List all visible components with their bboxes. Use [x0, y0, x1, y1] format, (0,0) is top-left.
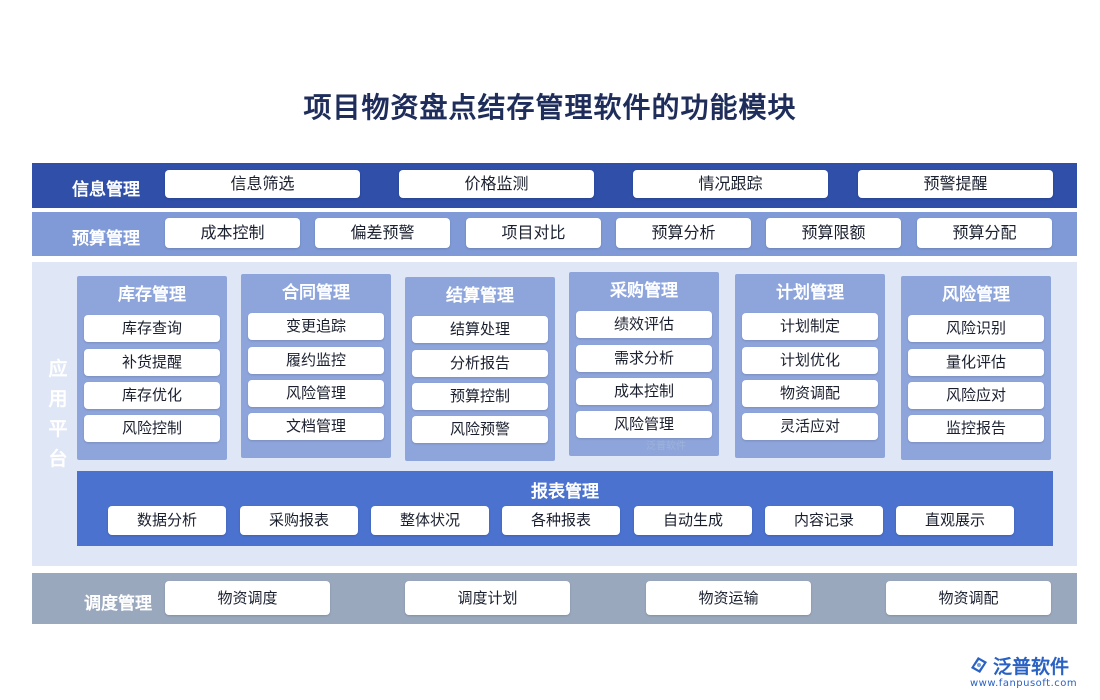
brand-mark-icon	[971, 657, 987, 673]
report-item: 整体状况	[371, 506, 489, 535]
module-title: 采购管理	[610, 281, 678, 301]
info-item: 价格监测	[399, 170, 594, 198]
module-title: 计划管理	[776, 283, 844, 303]
module-item: 文档管理	[248, 413, 384, 440]
platform-label: 应用平台	[48, 358, 68, 470]
module-item: 履约监控	[248, 347, 384, 374]
module-item: 风险控制	[84, 415, 220, 442]
report-item: 自动生成	[634, 506, 752, 535]
report-management: 报表管理 数据分析 采购报表 整体状况 各种报表 自动生成 内容记录 直观展示	[77, 471, 1053, 546]
module-item: 风险应对	[908, 382, 1044, 409]
module-procurement: 采购管理 绩效评估 需求分析 成本控制 风险管理	[569, 272, 719, 456]
module-item: 风险识别	[908, 315, 1044, 342]
module-item: 库存优化	[84, 382, 220, 409]
module-item: 库存查询	[84, 315, 220, 342]
module-item: 变更追踪	[248, 313, 384, 340]
dispatch-item: 物资运输	[646, 581, 811, 615]
module-title: 风险管理	[942, 285, 1010, 305]
dispatch-management-label: 调度管理	[84, 594, 152, 614]
module-risk: 风险管理 风险识别 量化评估 风险应对 监控报告	[901, 276, 1051, 460]
dispatch-item: 调度计划	[405, 581, 570, 615]
report-item: 内容记录	[765, 506, 883, 535]
budget-item: 成本控制	[165, 218, 300, 248]
module-planning: 计划管理 计划制定 计划优化 物资调配 灵活应对	[735, 274, 885, 458]
module-item: 风险预警	[412, 416, 548, 443]
budget-item: 预算分配	[917, 218, 1052, 248]
module-title: 库存管理	[118, 285, 186, 305]
budget-item: 预算限额	[766, 218, 901, 248]
info-item: 情况跟踪	[633, 170, 828, 198]
budget-item: 预算分析	[616, 218, 751, 248]
module-item: 监控报告	[908, 415, 1044, 442]
dispatch-management-row: 调度管理 物资调度 调度计划 物资运输 物资调配	[32, 573, 1077, 624]
module-item: 成本控制	[576, 378, 712, 405]
brand-url: www.fanpusoft.com	[970, 678, 1078, 689]
module-item: 灵活应对	[742, 413, 878, 440]
module-contract: 合同管理 变更追踪 履约监控 风险管理 文档管理	[241, 274, 391, 458]
module-title: 结算管理	[446, 286, 514, 306]
dispatch-item: 物资调度	[165, 581, 330, 615]
module-item: 风险管理	[576, 411, 712, 438]
budget-item: 项目对比	[466, 218, 601, 248]
report-item: 数据分析	[108, 506, 226, 535]
module-item: 量化评估	[908, 349, 1044, 376]
module-item: 分析报告	[412, 350, 548, 377]
module-item: 补货提醒	[84, 349, 220, 376]
application-platform: 应用平台 库存管理 库存查询 补货提醒 库存优化 风险控制 合同管理 变更追踪 …	[32, 262, 1077, 566]
report-item: 直观展示	[896, 506, 1014, 535]
report-item: 采购报表	[240, 506, 358, 535]
info-item: 预警提醒	[858, 170, 1053, 198]
info-management-label: 信息管理	[72, 180, 140, 200]
module-item: 预算控制	[412, 383, 548, 410]
module-inventory: 库存管理 库存查询 补货提醒 库存优化 风险控制	[77, 276, 227, 460]
watermark: 泛普软件	[646, 441, 686, 452]
report-item: 各种报表	[502, 506, 620, 535]
brand-logo: 泛普软件 www.fanpusoft.com	[968, 652, 1096, 694]
module-title: 合同管理	[282, 283, 350, 303]
info-management-row: 信息管理 信息筛选 价格监测 情况跟踪 预警提醒	[32, 163, 1077, 208]
brand-name: 泛普软件	[993, 656, 1070, 678]
info-item: 信息筛选	[165, 170, 360, 198]
module-settlement: 结算管理 结算处理 分析报告 预算控制 风险预警	[405, 277, 555, 461]
module-item: 计划优化	[742, 347, 878, 374]
module-item: 计划制定	[742, 313, 878, 340]
module-item: 结算处理	[412, 316, 548, 343]
budget-item: 偏差预警	[315, 218, 450, 248]
dispatch-item: 物资调配	[886, 581, 1051, 615]
budget-management-row: 预算管理 成本控制 偏差预警 项目对比 预算分析 预算限额 预算分配	[32, 212, 1077, 256]
module-item: 风险管理	[248, 380, 384, 407]
module-item: 绩效评估	[576, 311, 712, 338]
module-item: 需求分析	[576, 345, 712, 372]
page-title: 项目物资盘点结存管理软件的功能模块	[303, 91, 797, 124]
report-title: 报表管理	[531, 482, 599, 502]
module-item: 物资调配	[742, 380, 878, 407]
budget-management-label: 预算管理	[72, 229, 140, 249]
